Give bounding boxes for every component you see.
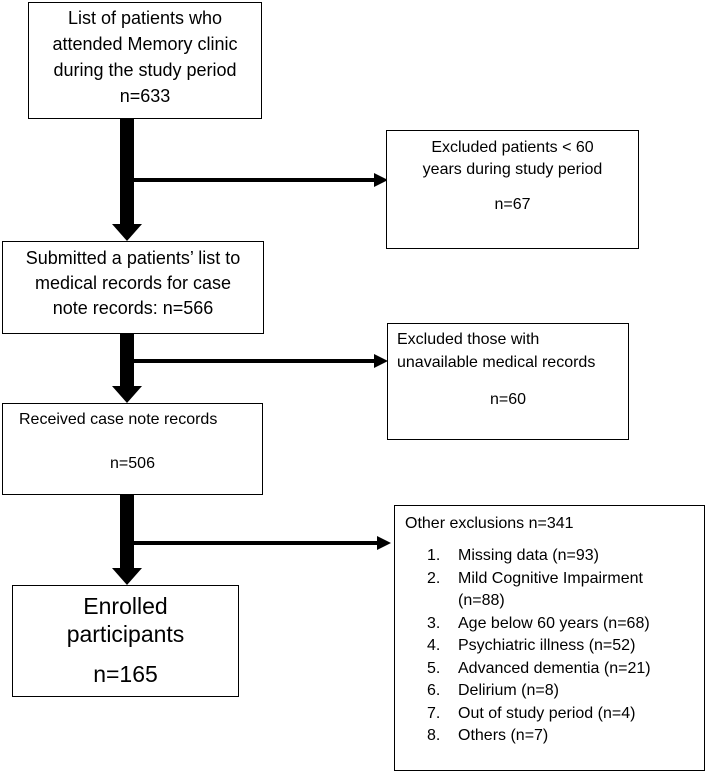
exclusion-box-unavailable-records xyxy=(387,323,629,440)
main-arrow-shaft-1 xyxy=(120,119,134,224)
exclusion-reason-item: 6. Delirium (n=8) xyxy=(427,680,651,703)
reason-text: Age below 60 years (n=68) xyxy=(458,614,650,632)
exclusion-reason-item: 4. Psychiatric illness (n=52) xyxy=(427,635,651,658)
reason-number: 5. xyxy=(427,659,441,677)
side-arrow-shaft-2 xyxy=(134,359,374,363)
box-received-records-count: n=506 xyxy=(110,455,155,472)
main-arrow-shaft-3 xyxy=(120,495,134,568)
exclusion-box-under-60 xyxy=(386,130,639,249)
reason-number: 7. xyxy=(427,704,441,722)
reason-number: 3. xyxy=(427,614,441,632)
box-received-records-line-1: Received case note records xyxy=(19,411,218,428)
exclusion-unavailable-line-2: unavailable medical records xyxy=(397,354,596,371)
box-patient-list xyxy=(28,2,262,119)
main-arrow-head-2 xyxy=(112,386,142,403)
exclusion-under-60-line-2: years during study period xyxy=(422,161,603,178)
box-submitted-list-line-2: medical records for case xyxy=(34,273,232,293)
reason-text: Missing data (n=93) xyxy=(458,547,599,564)
main-arrow-head-3 xyxy=(112,568,142,585)
reason-text: Mild Cognitive Impairment xyxy=(458,569,643,587)
side-arrow-head-2 xyxy=(374,354,388,368)
reason-text: Delirium (n=8) xyxy=(458,682,559,699)
reason-number: 2. xyxy=(427,569,441,587)
side-arrow-head-1 xyxy=(374,173,388,187)
box-patient-list-line-2: attended Memory clinic xyxy=(52,34,238,54)
box-enrolled-count: n=165 xyxy=(93,661,158,687)
box-patient-list-line-3: during the study period xyxy=(53,60,237,80)
box-enrolled-line-2: participants xyxy=(66,621,185,647)
exclusion-reason-item: 2. Mild Cognitive Impairment xyxy=(427,568,651,591)
reason-text: Advanced dementia (n=21) xyxy=(458,659,651,677)
exclusion-reason-item: 8. Others (n=7) xyxy=(427,725,651,748)
main-arrow-head-1 xyxy=(112,224,142,241)
exclusion-reason-item: 7. Out of study period (n=4) xyxy=(427,703,651,726)
reason-text: (n=88) xyxy=(458,592,505,609)
side-arrow-shaft-3 xyxy=(134,541,377,545)
box-submitted-list-line-3: note records: n=566 xyxy=(52,298,214,318)
box-enrolled xyxy=(12,585,239,697)
exclusion-under-60-line-1: Excluded patients < 60 xyxy=(431,139,594,156)
reason-text: Out of study period (n=4) xyxy=(458,704,636,722)
box-submitted-list-line-1: Submitted a patients’ list to xyxy=(25,248,241,268)
main-arrow-shaft-2 xyxy=(120,334,134,386)
exclusion-unavailable-count: n=60 xyxy=(489,391,527,408)
side-arrow-shaft-1 xyxy=(134,178,374,182)
box-patient-list-line-1: List of patients who xyxy=(67,8,223,28)
exclusion-box-other xyxy=(394,505,705,771)
box-enrolled-line-1: Enrolled xyxy=(83,593,168,619)
exclusion-reason-item: 1. Missing data (n=93) xyxy=(427,545,651,568)
reason-number: 1. xyxy=(427,547,441,564)
side-arrow-head-3 xyxy=(377,536,391,550)
exclusion-unavailable-line-1: Excluded those with xyxy=(397,331,540,348)
exclusion-reason-item: 5. Advanced dementia (n=21) xyxy=(427,658,651,681)
box-patient-list-count: n=633 xyxy=(119,86,171,106)
exclusion-other-title: Other exclusions n=341 xyxy=(405,515,574,532)
exclusion-reason-item: (n=88) xyxy=(427,590,651,613)
exclusion-reasons-list: 1. Missing data (n=93) 2. Mild Cognitive I… xyxy=(427,545,651,748)
reason-number: 4. xyxy=(427,637,441,654)
exclusion-reason-item: 3. Age below 60 years (n=68) xyxy=(427,613,651,636)
reason-number: 6. xyxy=(427,682,441,699)
reason-text: Psychiatric illness (n=52) xyxy=(458,637,636,654)
box-submitted-list xyxy=(2,241,264,334)
exclusion-under-60-count: n=67 xyxy=(494,196,531,213)
reason-number: 8. xyxy=(427,727,441,744)
reason-text: Others (n=7) xyxy=(458,727,549,744)
box-received-records xyxy=(2,403,263,495)
